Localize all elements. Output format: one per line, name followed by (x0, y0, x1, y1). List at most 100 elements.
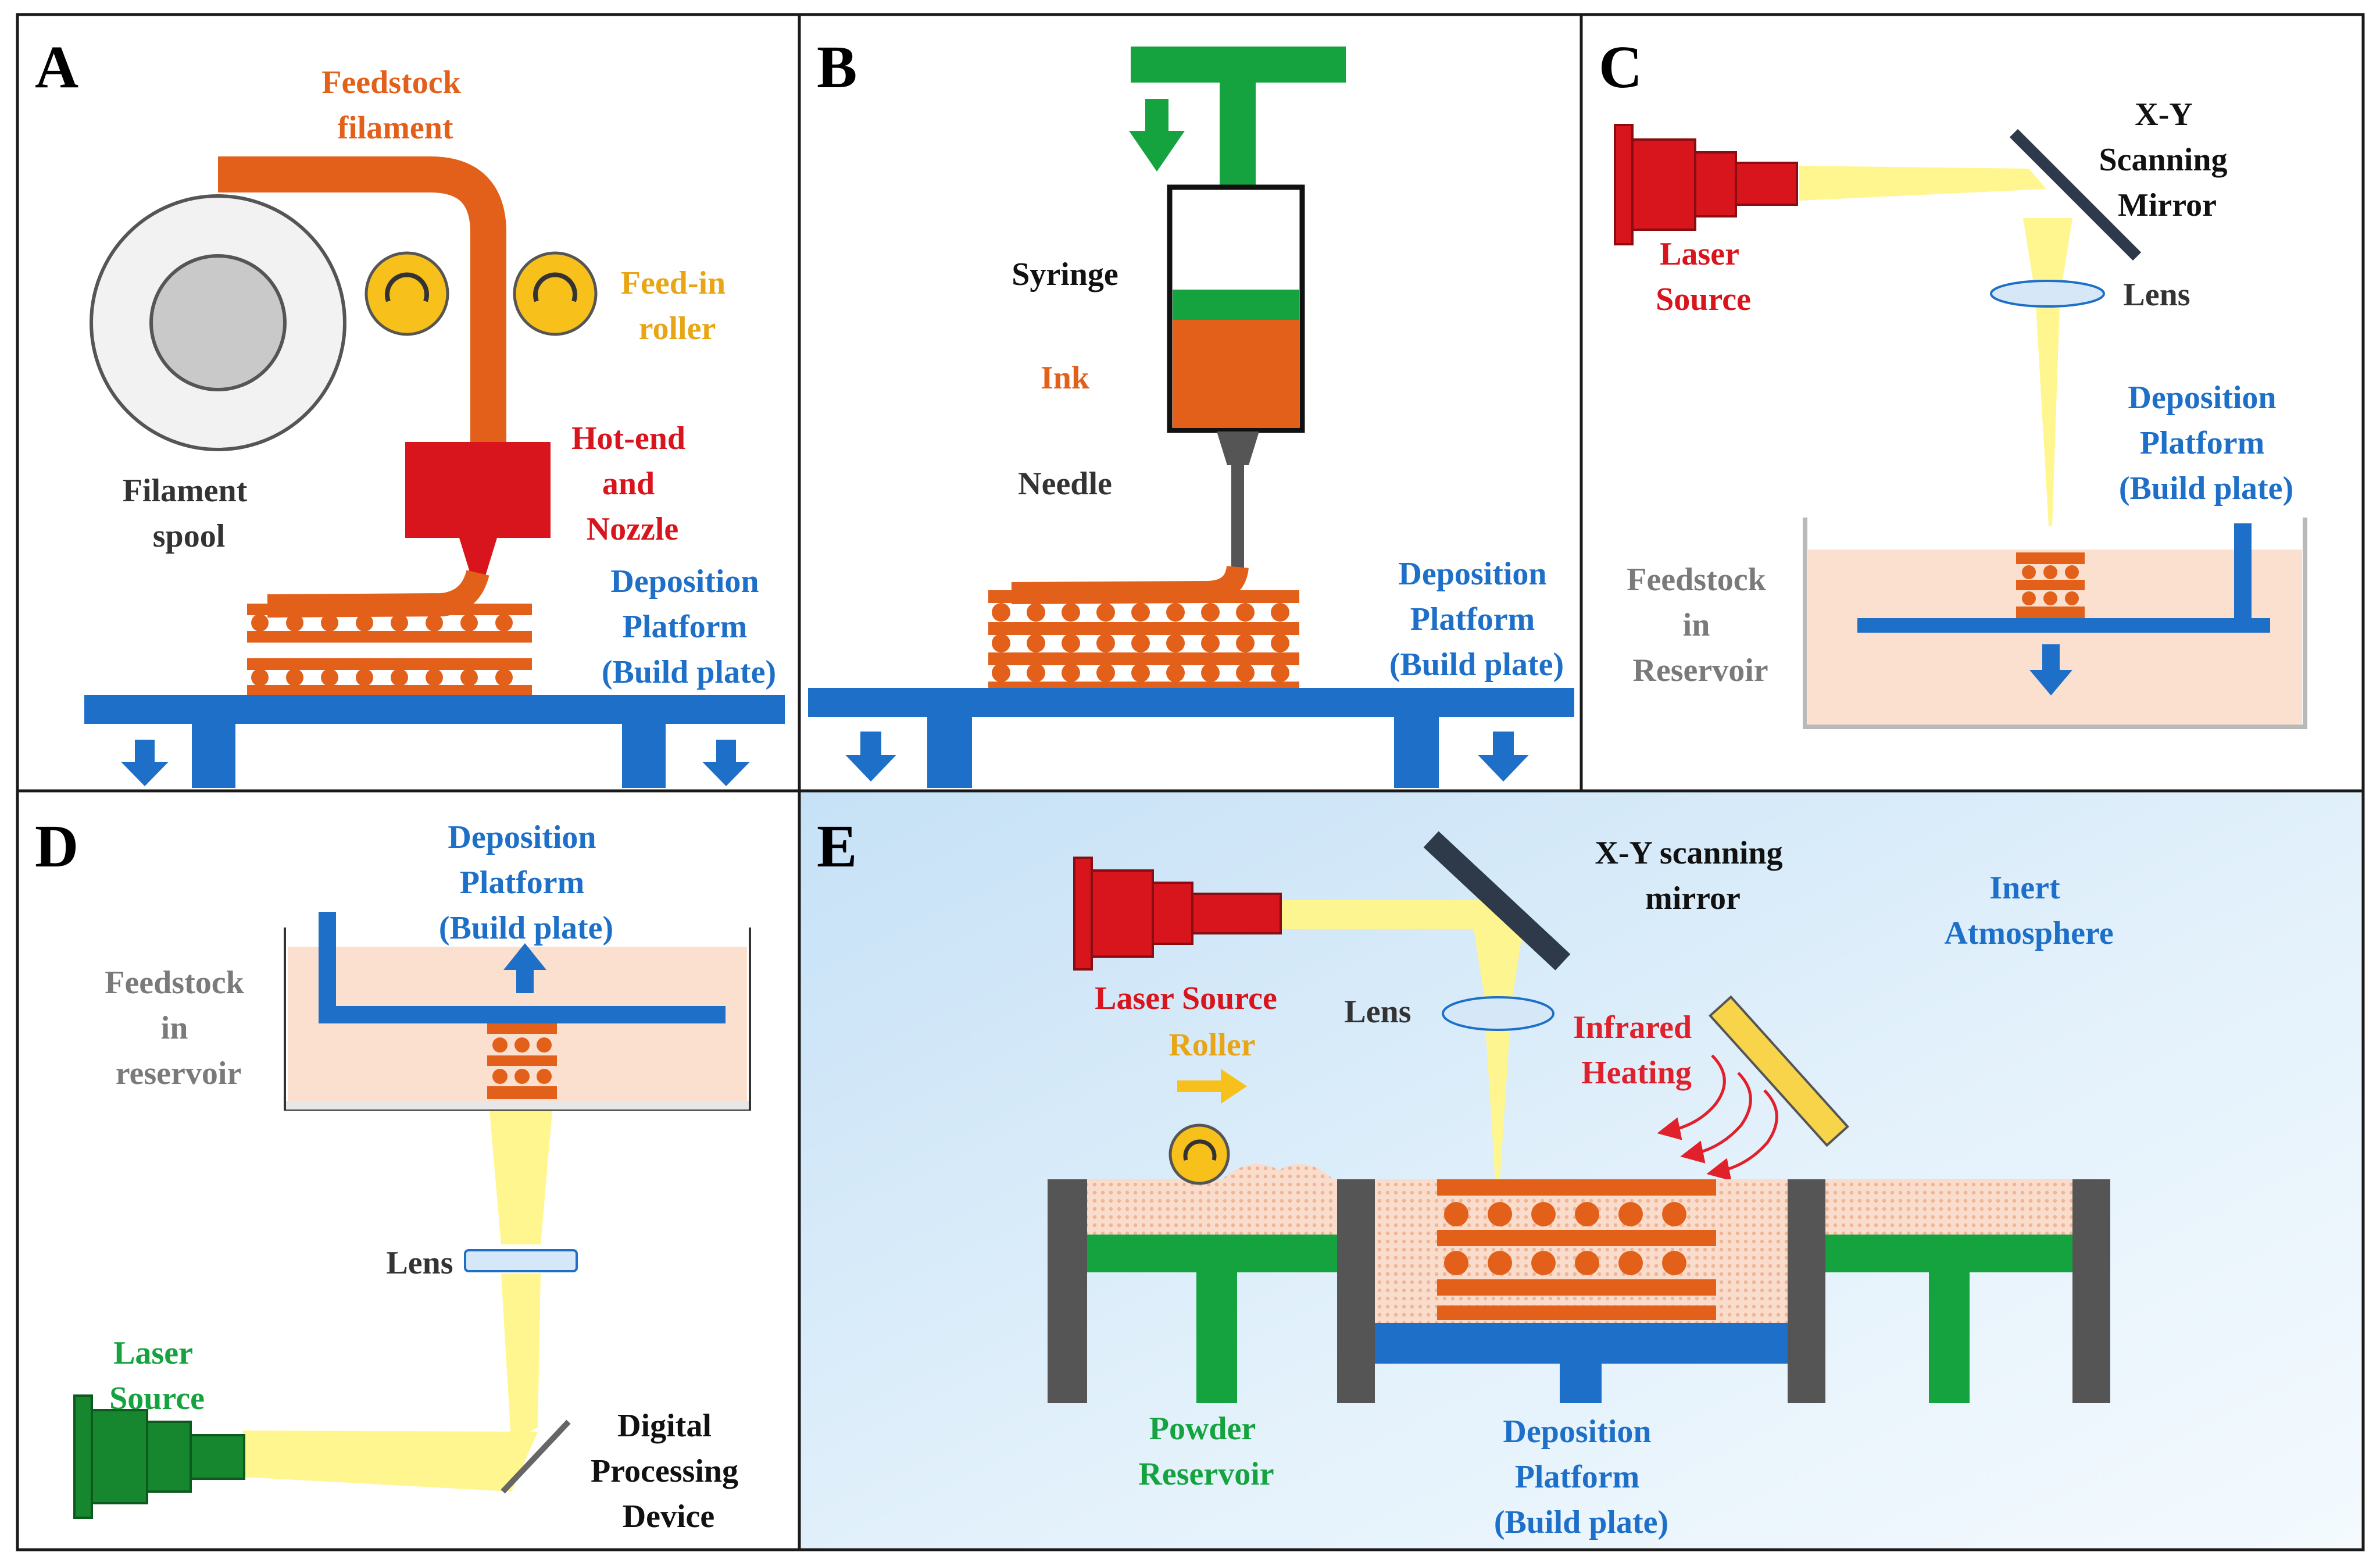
laser-label: Laser Source (109, 1335, 205, 1417)
reservoir-walls (1803, 518, 2307, 729)
spool-label: Filament spool (123, 473, 256, 554)
up-arrow-icon (503, 943, 546, 993)
laser-source (1614, 124, 1798, 245)
feed-roller-right (513, 251, 598, 336)
laser-label: Laser Source (1656, 236, 1751, 318)
scanning-mirror (1423, 831, 1571, 971)
feedstock-label: Feedstock in Reservoir (1627, 562, 1774, 689)
laser-beam (243, 1431, 538, 1492)
lens-label: Lens (386, 1245, 453, 1281)
platform-label: Deposition Platform (Build plate) (602, 563, 776, 690)
panel-b: B Syr (808, 34, 1574, 788)
down-arrow-icon (2029, 644, 2072, 695)
laser-beam (1799, 166, 2046, 201)
powder-bed-center (1375, 1179, 1788, 1325)
build-plate (1857, 618, 2270, 633)
laser-source (1073, 857, 1282, 971)
lens-label: Lens (1344, 994, 1411, 1030)
build-plate (1375, 1323, 1788, 1364)
platform-label: Deposition Platform (Build plate) (1389, 556, 1564, 683)
powder-reservoir-label: Powder Reservoir (1138, 1411, 1274, 1492)
mirror-label: X-Y scanning mirror (1595, 835, 1791, 916)
printed-part (487, 1023, 557, 1099)
needle-label: Needle (1018, 466, 1112, 502)
powder-bed-left (1087, 1179, 1340, 1235)
panel-a-letter: A (35, 34, 78, 101)
platform-label: Deposition Platform (Build plate) (1494, 1414, 1668, 1540)
infrared-heater (1708, 995, 1850, 1147)
hot-end-label: Hot-end and Nozzle (571, 420, 694, 547)
reservoir-window (286, 1101, 749, 1110)
lens-icon (464, 1249, 578, 1272)
laser-beam (1474, 929, 1523, 1003)
plunger-handle (1131, 47, 1346, 83)
laser-beam (1485, 1023, 1510, 1180)
down-arrow-icon (702, 740, 750, 786)
powder-bed-right (1822, 1179, 2072, 1235)
feedstock-label: Feedstock in reservoir (105, 965, 252, 1091)
right-arrow-icon (1177, 1069, 1247, 1104)
scanning-mirror (2009, 129, 2142, 261)
printed-part-dots (251, 614, 513, 686)
panel-d-letter: D (35, 813, 78, 880)
filament-spool-inner (149, 254, 287, 391)
lens-label: Lens (2123, 277, 2190, 313)
syringe-label: Syringe (1012, 256, 1118, 292)
printed-part (1437, 1179, 1716, 1320)
laser-beam (489, 1111, 552, 1244)
down-arrow-icon (845, 732, 896, 782)
nozzle-tip (459, 538, 497, 576)
build-plate (808, 688, 1574, 788)
lens-icon (1990, 280, 2105, 308)
laser-beam (2023, 218, 2072, 291)
panel-d: D D (35, 813, 751, 1535)
feedstock-filament (218, 156, 506, 442)
laser-beam (1282, 900, 1514, 929)
ink-label: Ink (1041, 360, 1090, 396)
printed-part-dots (992, 603, 1289, 682)
panel-e-background (798, 789, 2365, 1551)
roller-rotation-icon (385, 272, 429, 302)
infrared-label: Infrared Heating (1573, 1009, 1700, 1091)
panel-e-letter: E (817, 813, 857, 880)
extruded-bead (267, 569, 489, 618)
atmosphere-label: Inert Atmosphere (1944, 870, 2113, 951)
ink-volume (1173, 320, 1299, 428)
hot-end-block (405, 442, 551, 538)
plunger-seal (1173, 290, 1299, 320)
resin-reservoir (1808, 550, 2302, 727)
lens-icon (1442, 996, 1554, 1031)
digital-processing-device (501, 1419, 571, 1494)
powder-roller (1168, 1123, 1230, 1185)
down-arrow-icon (121, 740, 169, 786)
needle-shaft (1231, 465, 1244, 576)
laser-beam (501, 1274, 541, 1442)
dpd-label: Digital Processing Device (591, 1408, 746, 1535)
infrared-waves-icon (1657, 1054, 1778, 1181)
build-plate-arm (2234, 523, 2252, 633)
roller-rotation-icon (1183, 1139, 1217, 1161)
ink-filament (1011, 565, 1249, 604)
chamber-walls (1048, 1179, 2110, 1403)
laser-source (73, 1394, 245, 1519)
printed-part (2016, 552, 2085, 618)
feed-roller-label: Feed-in roller (621, 265, 734, 347)
feedstock-label: Feedstock filament (321, 65, 469, 146)
platform-label: Deposition Platform (Build plate) (2119, 380, 2293, 506)
down-arrow-icon (1478, 732, 1529, 782)
panel-c-letter: C (1599, 34, 1642, 101)
powder-reservoir-pistons (1087, 1235, 2072, 1403)
build-plate (319, 1006, 726, 1023)
roller-rotation-icon (533, 272, 577, 302)
needle-hub (1217, 431, 1259, 465)
panel-a: A (35, 34, 785, 788)
panel-e: E (817, 813, 2114, 1540)
printed-part (247, 604, 532, 697)
down-arrow-icon (1129, 99, 1185, 172)
build-plate-arm (319, 912, 336, 1023)
build-plate-piston (1560, 1364, 1602, 1403)
powder-heap (1221, 1164, 1334, 1180)
mirror-label: X-Y Scanning Mirror (2099, 97, 2236, 223)
build-plate (84, 695, 785, 788)
